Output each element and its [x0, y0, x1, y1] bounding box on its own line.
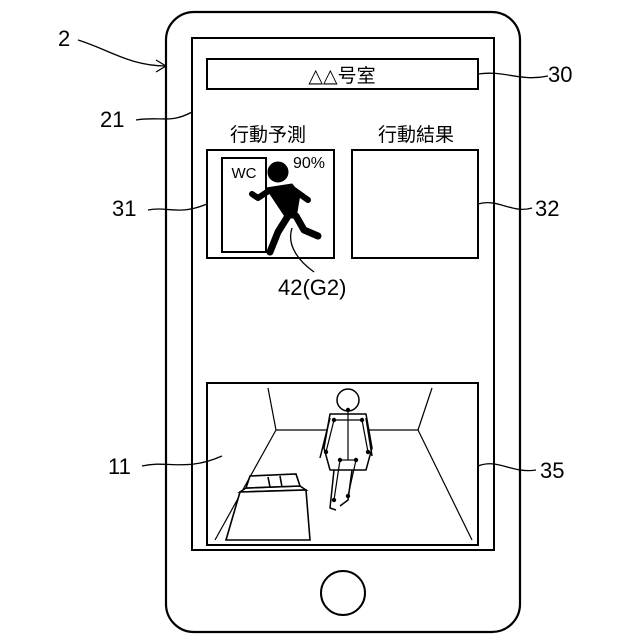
ref-header-bar: 30 — [548, 62, 572, 87]
result-panel — [352, 150, 478, 258]
room-title: △△号室 — [308, 65, 375, 87]
ref-device: 2 — [58, 26, 70, 51]
probability-value: 90% — [293, 155, 325, 172]
ref-prediction-panel: 31 — [112, 196, 136, 221]
ref-result-panel: 32 — [535, 196, 559, 221]
home-button[interactable] — [321, 571, 365, 615]
wc-label: WC — [232, 165, 257, 182]
ref-camera: 11 — [108, 454, 131, 479]
ref-screen: 21 — [100, 107, 124, 132]
result-panel-label: 行動結果 — [378, 124, 454, 146]
ref-camera-view: 35 — [540, 458, 564, 483]
leader-device — [78, 40, 166, 66]
prediction-panel-label: 行動予測 — [230, 124, 306, 146]
ref-figure-icon: 42(G2) — [278, 275, 346, 300]
